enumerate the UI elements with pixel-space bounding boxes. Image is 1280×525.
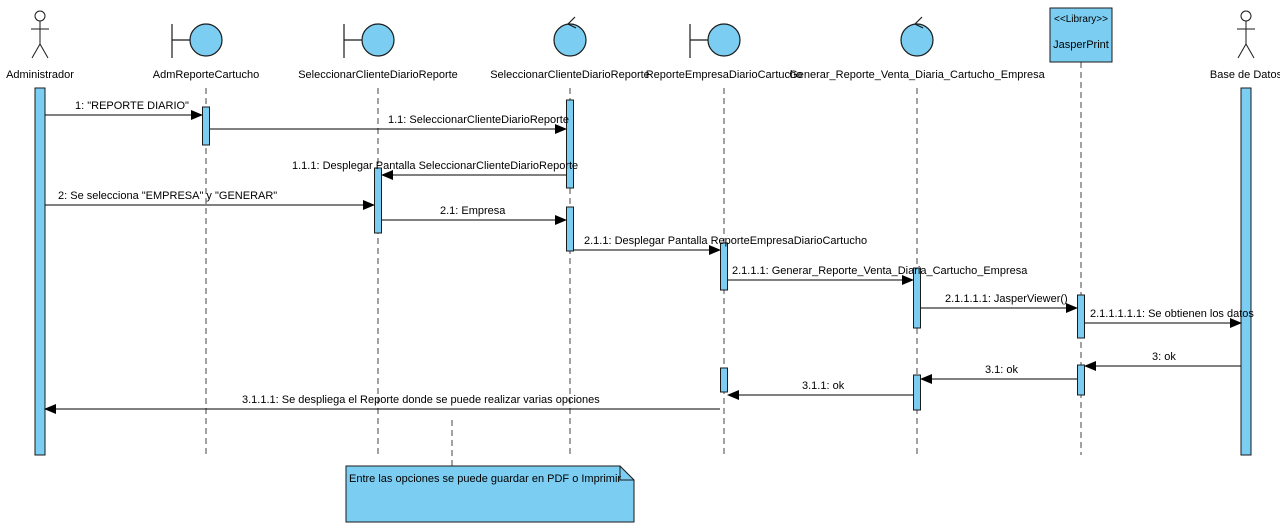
message-label: 2.1.1.1.1: JasperViewer() bbox=[945, 293, 1068, 305]
participant-label: ReporteEmpresaDiarioCartucho bbox=[646, 69, 803, 81]
participant-admin: Administrador bbox=[6, 10, 74, 81]
boundary-icon bbox=[171, 23, 223, 58]
message-label: 2.1.1.1: Generar_Reporte_Venta_Diaria_Ca… bbox=[732, 265, 1028, 277]
participant-label: Base de Datos bbox=[1210, 69, 1280, 81]
control-icon bbox=[553, 16, 587, 57]
activation-bar-gen bbox=[913, 374, 921, 411]
message-label: 2.1: Empresa bbox=[440, 205, 506, 217]
boundary-icon bbox=[689, 23, 741, 58]
activation-bar-selc bbox=[566, 206, 574, 252]
message-1-1: 1.1: SeleccionarClienteDiarioReporte bbox=[210, 114, 569, 134]
participant-label: SeleccionarClienteDiarioReporte bbox=[490, 69, 650, 81]
participant-label: JasperPrint bbox=[1053, 39, 1109, 51]
message-label: 1.1: SeleccionarClienteDiarioReporte bbox=[388, 114, 569, 126]
participant-jas: <<Library>> JasperPrint bbox=[1049, 7, 1113, 63]
message-1: 1: "REPORTE DIARIO" bbox=[45, 100, 203, 120]
message-label: 1: "REPORTE DIARIO" bbox=[75, 100, 189, 112]
note-text: Entre las opciones se puede guardar en P… bbox=[349, 473, 621, 485]
message-1-1-1: 1.1.1: Desplegar Pantalla SeleccionarCli… bbox=[292, 160, 578, 180]
message-2-1-1-1: 2.1.1.1: Generar_Reporte_Venta_Diaria_Ca… bbox=[728, 265, 1028, 285]
message-label: 3: ok bbox=[1152, 351, 1176, 363]
message-2-1: 2.1: Empresa bbox=[382, 205, 567, 225]
library-box-icon bbox=[1049, 7, 1113, 63]
actor-icon bbox=[1237, 10, 1255, 59]
participant-rep: ReporteEmpresaDiarioCartucho bbox=[646, 23, 803, 81]
message-2-1-1-1-1: 2.1.1.1.1: JasperViewer() bbox=[921, 293, 1078, 313]
message-label: 3.1.1: ok bbox=[802, 380, 845, 392]
note: Entre las opciones se puede guardar en P… bbox=[345, 420, 635, 523]
activation-bar-rep bbox=[720, 242, 728, 291]
activation-bar-jas bbox=[1077, 364, 1085, 396]
activation-bar-bd bbox=[1240, 87, 1252, 456]
participant-label: SeleccionarClienteDiarioReporte bbox=[298, 69, 458, 81]
message-label: 2.1.1.1.1.1: Se obtienen los datos bbox=[1090, 308, 1254, 320]
participant-label: Generar_Reporte_Venta_Diaria_Cartucho_Em… bbox=[789, 69, 1045, 81]
message-label: 2.1.1: Desplegar Pantalla ReporteEmpresa… bbox=[584, 235, 867, 247]
message-3-1-1: 3.1.1: ok bbox=[727, 380, 913, 400]
stereotype-label: <<Library>> bbox=[1054, 14, 1108, 25]
message-2: 2: Se selecciona "EMPRESA" y "GENERAR" bbox=[45, 190, 375, 210]
activation-bar-admin bbox=[34, 87, 46, 456]
boundary-icon bbox=[343, 23, 395, 58]
message-label: 2: Se selecciona "EMPRESA" y "GENERAR" bbox=[58, 190, 277, 202]
note-fold bbox=[619, 466, 634, 481]
activation-bar-rep bbox=[720, 367, 728, 393]
activation-bar-gen bbox=[913, 267, 921, 329]
activation-bar-selc bbox=[566, 99, 574, 189]
participant-label: Administrador bbox=[6, 69, 74, 81]
participant-bd: Base de Datos bbox=[1210, 10, 1280, 81]
message-label: 1.1.1: Desplegar Pantalla SeleccionarCli… bbox=[292, 160, 578, 172]
participant-adm: AdmReporteCartucho bbox=[153, 23, 259, 81]
participant-selb: SeleccionarClienteDiarioReporte bbox=[298, 23, 458, 81]
activation-bar-adm bbox=[202, 106, 210, 146]
participant-selc: SeleccionarClienteDiarioReporte bbox=[490, 16, 650, 81]
participant-gen: Generar_Reporte_Venta_Diaria_Cartucho_Em… bbox=[789, 16, 1046, 81]
control-icon bbox=[900, 16, 934, 57]
note-box bbox=[345, 465, 635, 523]
message-label: 3.1: ok bbox=[985, 364, 1019, 376]
actor-icon bbox=[31, 10, 49, 59]
participant-label: AdmReporteCartucho bbox=[153, 69, 259, 81]
message-2-1-1: 2.1.1: Desplegar Pantalla ReporteEmpresa… bbox=[574, 235, 867, 255]
message-3: 3: ok bbox=[1084, 351, 1241, 371]
message-3-1: 3.1: ok bbox=[920, 364, 1077, 384]
message-3-1-1-1: 3.1.1.1: Se despliega el Reporte donde s… bbox=[44, 394, 720, 414]
activation-bar-selb bbox=[374, 167, 382, 234]
message-2-1-1-1-1-1: 2.1.1.1.1.1: Se obtienen los datos bbox=[1085, 308, 1254, 328]
activation-bar-jas bbox=[1077, 294, 1085, 339]
message-label: 3.1.1.1: Se despliega el Reporte donde s… bbox=[242, 394, 600, 406]
